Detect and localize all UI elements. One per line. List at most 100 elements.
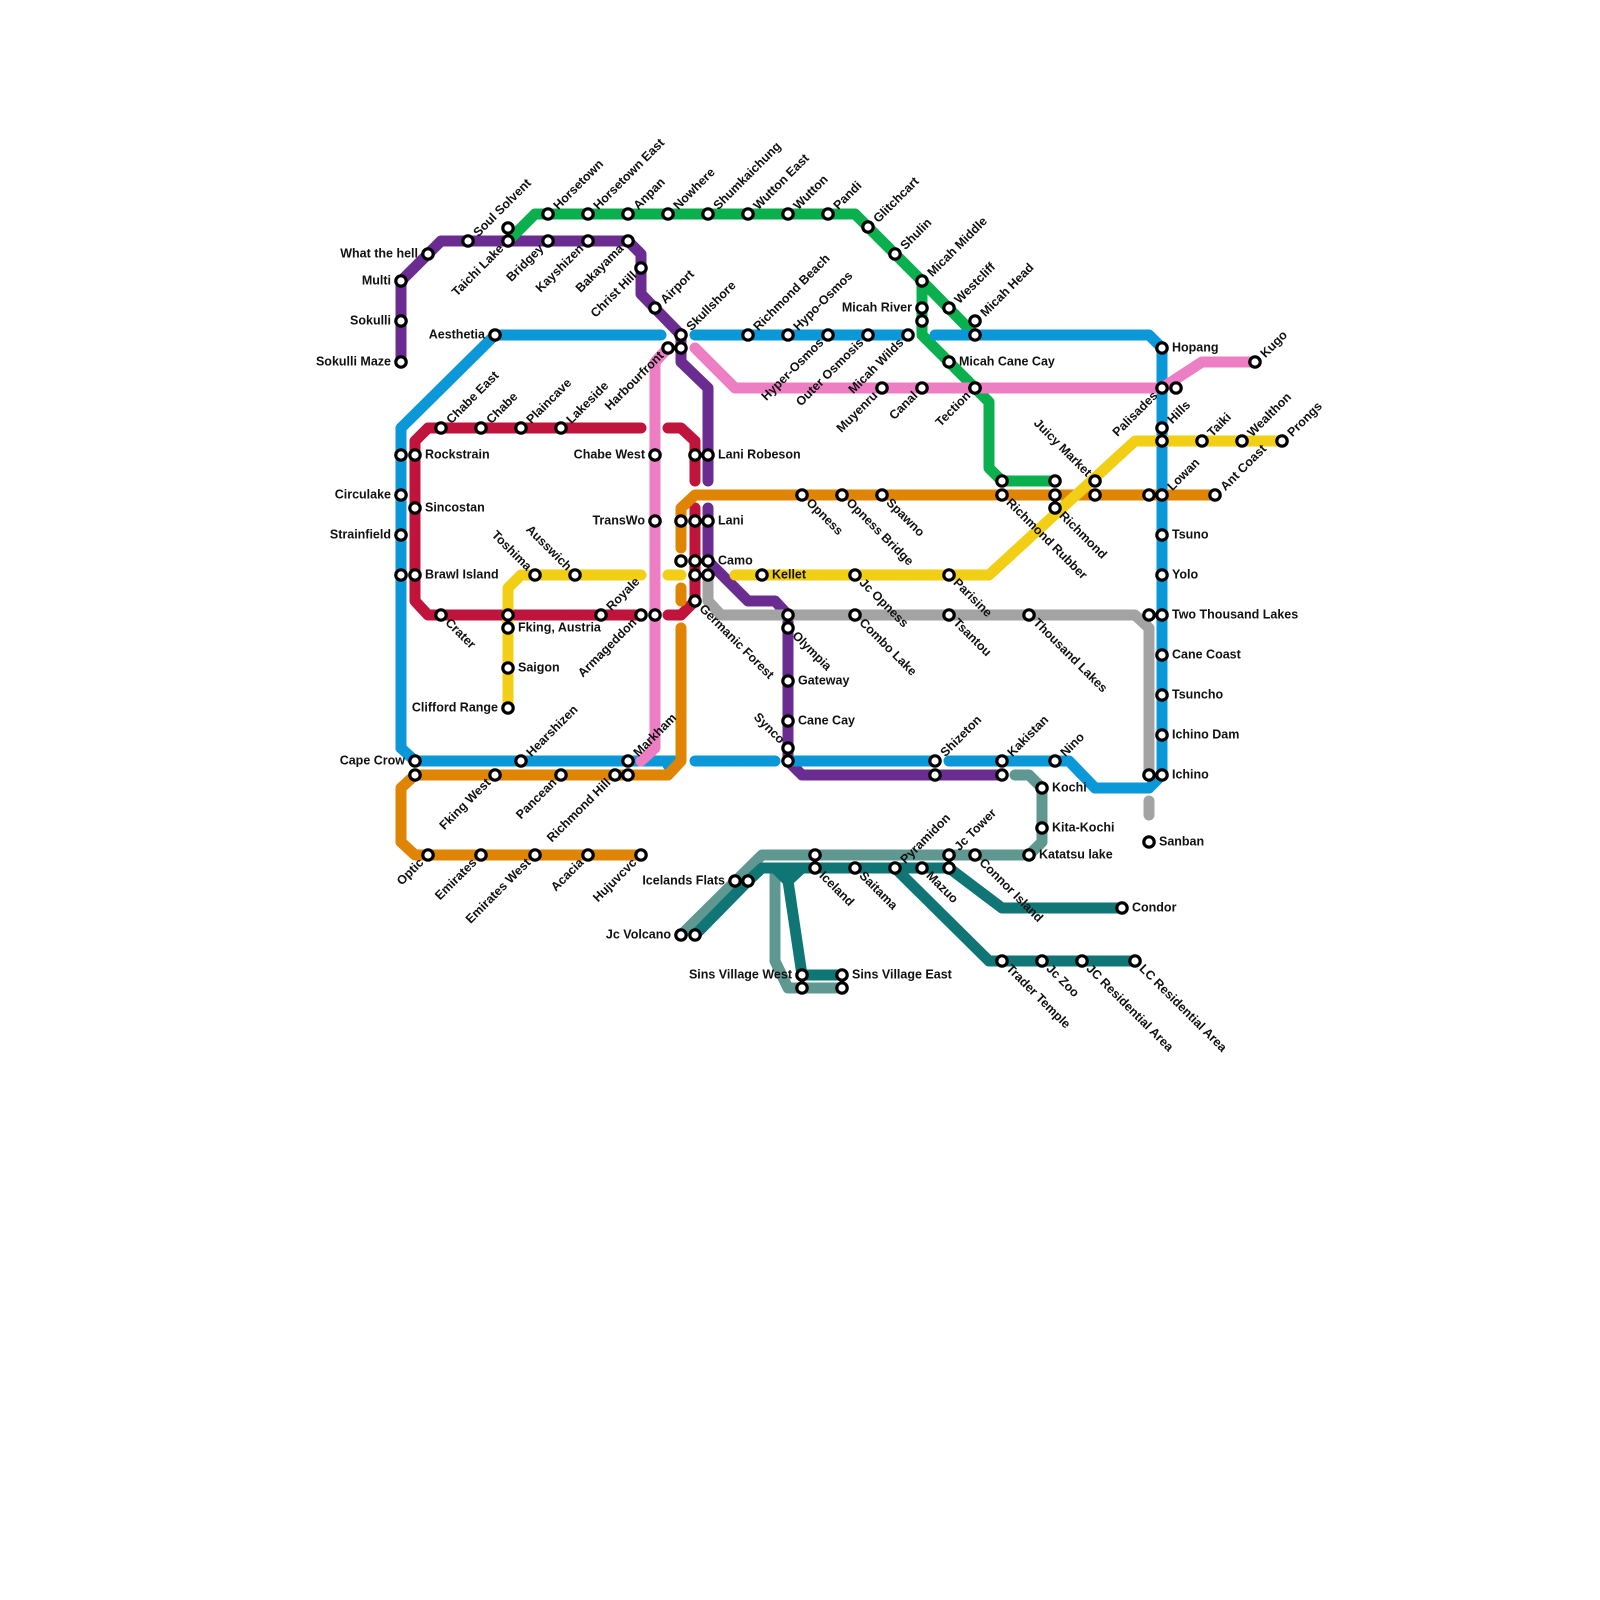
station-marker-synco[interactable] bbox=[781, 741, 795, 755]
station-marker-lani-robeson[interactable] bbox=[701, 448, 715, 462]
station-marker-soul-solvent[interactable] bbox=[461, 234, 475, 248]
station-marker-richmond-hill[interactable] bbox=[608, 768, 622, 782]
station-marker-airport[interactable] bbox=[648, 301, 662, 315]
station-marker-jc-zoo[interactable] bbox=[1035, 954, 1049, 968]
interchange-marker[interactable] bbox=[621, 768, 635, 782]
interchange-marker[interactable] bbox=[942, 861, 956, 875]
station-marker-sincostan[interactable] bbox=[408, 501, 422, 515]
station-marker-acacia[interactable] bbox=[581, 848, 595, 862]
station-marker-glitchcart[interactable] bbox=[861, 220, 875, 234]
station-marker-combo-lake[interactable] bbox=[848, 608, 862, 622]
interchange-marker[interactable] bbox=[1169, 381, 1183, 395]
station-marker-transwo[interactable] bbox=[648, 514, 662, 528]
interchange-marker[interactable] bbox=[1142, 488, 1156, 502]
station-marker-tsuncho[interactable] bbox=[1155, 688, 1169, 702]
station-marker-canal[interactable] bbox=[915, 381, 929, 395]
station-marker-iceland[interactable] bbox=[808, 861, 822, 875]
station-marker-tection[interactable] bbox=[968, 381, 982, 395]
station-marker-kayshizen[interactable] bbox=[581, 234, 595, 248]
station-marker-outer-osmosis[interactable] bbox=[861, 328, 875, 342]
interchange-marker[interactable] bbox=[1048, 474, 1062, 488]
interchange-marker[interactable] bbox=[688, 514, 702, 528]
station-marker-sins-village-west[interactable] bbox=[795, 968, 809, 982]
interchange-marker[interactable] bbox=[674, 554, 688, 568]
station-marker-cape-crow[interactable] bbox=[408, 754, 422, 768]
station-marker-circulake[interactable] bbox=[394, 488, 408, 502]
station-marker-katatsu-lake[interactable] bbox=[1022, 848, 1036, 862]
station-marker-richmond-rubber[interactable] bbox=[995, 488, 1009, 502]
interchange-marker[interactable] bbox=[688, 554, 702, 568]
station-marker-emirates-west[interactable] bbox=[528, 848, 542, 862]
station-marker-cane-coast[interactable] bbox=[1155, 648, 1169, 662]
interchange-marker[interactable] bbox=[1142, 768, 1156, 782]
station-marker-chabe-west[interactable] bbox=[648, 448, 662, 462]
station-marker-hypo-osmos[interactable] bbox=[781, 328, 795, 342]
station-marker-muyenru[interactable] bbox=[875, 381, 889, 395]
station-marker-saitama[interactable] bbox=[848, 861, 862, 875]
station-marker-two-thousand-lakes[interactable] bbox=[1155, 608, 1169, 622]
station-marker-emirates[interactable] bbox=[474, 848, 488, 862]
station-marker-spawno[interactable] bbox=[875, 488, 889, 502]
station-marker-brawl-island[interactable] bbox=[408, 568, 422, 582]
interchange-marker[interactable] bbox=[1048, 488, 1062, 502]
station-marker-horsetown[interactable] bbox=[541, 207, 555, 221]
interchange-marker[interactable] bbox=[688, 448, 702, 462]
interchange-marker[interactable] bbox=[688, 568, 702, 582]
station-marker-optic[interactable] bbox=[421, 848, 435, 862]
station-marker-what-the-hell[interactable] bbox=[421, 247, 435, 261]
station-marker-bakayama[interactable] bbox=[621, 234, 635, 248]
station-marker-condor[interactable] bbox=[1115, 901, 1129, 915]
station-marker-pancean[interactable] bbox=[554, 768, 568, 782]
station-marker-harbourfront[interactable] bbox=[661, 341, 675, 355]
station-marker-jc-tower[interactable] bbox=[942, 848, 956, 862]
interchange-marker[interactable] bbox=[701, 568, 715, 582]
station-marker-tsantou[interactable] bbox=[942, 608, 956, 622]
interchange-marker[interactable] bbox=[781, 608, 795, 622]
station-marker-kita-kochi[interactable] bbox=[1035, 821, 1049, 835]
station-marker-jc-volcano[interactable] bbox=[674, 928, 688, 942]
station-marker-markham[interactable] bbox=[621, 754, 635, 768]
interchange-marker[interactable] bbox=[394, 448, 408, 462]
station-marker-pandi[interactable] bbox=[821, 207, 835, 221]
station-marker-lakeside[interactable] bbox=[554, 421, 568, 435]
station-marker-jc-residential-area[interactable] bbox=[1075, 954, 1089, 968]
station-marker-trader-temple[interactable] bbox=[995, 954, 1009, 968]
interchange-marker[interactable] bbox=[795, 981, 809, 995]
interchange-marker[interactable] bbox=[648, 608, 662, 622]
interchange-marker[interactable] bbox=[1155, 434, 1169, 448]
station-marker-shumkaichung[interactable] bbox=[701, 207, 715, 221]
interchange-marker[interactable] bbox=[928, 768, 942, 782]
station-marker-wutton-east[interactable] bbox=[741, 207, 755, 221]
station-marker-juicy-market[interactable] bbox=[1088, 474, 1102, 488]
station-marker-nowhere[interactable] bbox=[661, 207, 675, 221]
station-marker-mazuo[interactable] bbox=[915, 861, 929, 875]
station-marker-westcliff[interactable] bbox=[942, 301, 956, 315]
station-marker-kugo[interactable] bbox=[1248, 355, 1262, 369]
interchange-marker[interactable] bbox=[835, 981, 849, 995]
station-marker-fking-west[interactable] bbox=[488, 768, 502, 782]
station-marker-olympia[interactable] bbox=[781, 621, 795, 635]
station-marker-saigon[interactable] bbox=[501, 661, 515, 675]
station-marker-gateway[interactable] bbox=[781, 674, 795, 688]
station-marker-thousand-lakes[interactable] bbox=[1022, 608, 1036, 622]
station-marker-micah-cane-cay[interactable] bbox=[942, 355, 956, 369]
station-marker-sins-village-east[interactable] bbox=[835, 968, 849, 982]
station-marker-micah-middle[interactable] bbox=[915, 274, 929, 288]
station-marker-hopang[interactable] bbox=[1155, 341, 1169, 355]
station-marker-parisine[interactable] bbox=[942, 568, 956, 582]
station-marker-prongs[interactable] bbox=[1275, 434, 1289, 448]
station-marker-clifford-range[interactable] bbox=[501, 701, 515, 715]
interchange-marker[interactable] bbox=[674, 514, 688, 528]
station-marker-richmond-beach[interactable] bbox=[741, 328, 755, 342]
station-marker-chabe-east[interactable] bbox=[434, 421, 448, 435]
interchange-marker[interactable] bbox=[741, 874, 755, 888]
interchange-marker[interactable] bbox=[501, 221, 515, 235]
station-marker-pyramidon[interactable] bbox=[888, 861, 902, 875]
interchange-marker[interactable] bbox=[1088, 488, 1102, 502]
interchange-marker[interactable] bbox=[968, 328, 982, 342]
station-marker-germanic-forest[interactable] bbox=[688, 594, 702, 608]
station-marker-ichino[interactable] bbox=[1155, 768, 1169, 782]
station-marker-kakistan[interactable] bbox=[995, 754, 1009, 768]
station-marker-aesthetia[interactable] bbox=[488, 328, 502, 342]
station-marker-royale[interactable] bbox=[594, 608, 608, 622]
